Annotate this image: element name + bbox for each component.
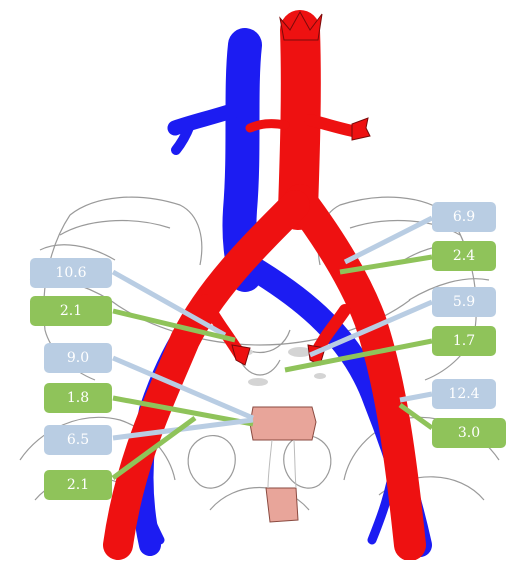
aorta — [298, 30, 301, 210]
measurement-label-right-top-green: 2.4 — [432, 241, 496, 271]
measurement-label-right-low-green: 3.0 — [432, 418, 506, 448]
measurement-label-left-mid-green: 1.8 — [44, 383, 112, 413]
obturator-right — [284, 436, 331, 489]
uterus-segment — [250, 407, 316, 440]
measurement-label-right-top-blue: 6.9 — [432, 202, 496, 232]
measurement-label-right-mid-blue: 5.9 — [432, 287, 496, 317]
pelvic-organs — [250, 407, 316, 522]
tissue-mark — [314, 373, 326, 379]
measurement-label-left-top-blue: 10.6 — [30, 258, 112, 288]
measurement-label-right-low-blue: 12.4 — [432, 379, 496, 409]
leader-right-top-blue — [345, 218, 432, 262]
left-internal-fork — [232, 345, 250, 365]
obturator-left — [188, 436, 235, 489]
measurement-label-left-mid-blue: 9.0 — [44, 343, 112, 373]
tissue-mark — [248, 378, 268, 386]
right-renal-fork — [352, 118, 370, 140]
measurement-label-left-low-blue: 6.5 — [44, 425, 112, 455]
measurement-label-left-low-green: 2.1 — [44, 470, 112, 500]
measurement-label-right-mid-green: 1.7 — [432, 326, 496, 356]
cervix-segment — [266, 488, 298, 522]
measurement-label-left-top-green: 2.1 — [30, 296, 112, 326]
left-renal-artery — [250, 124, 285, 128]
